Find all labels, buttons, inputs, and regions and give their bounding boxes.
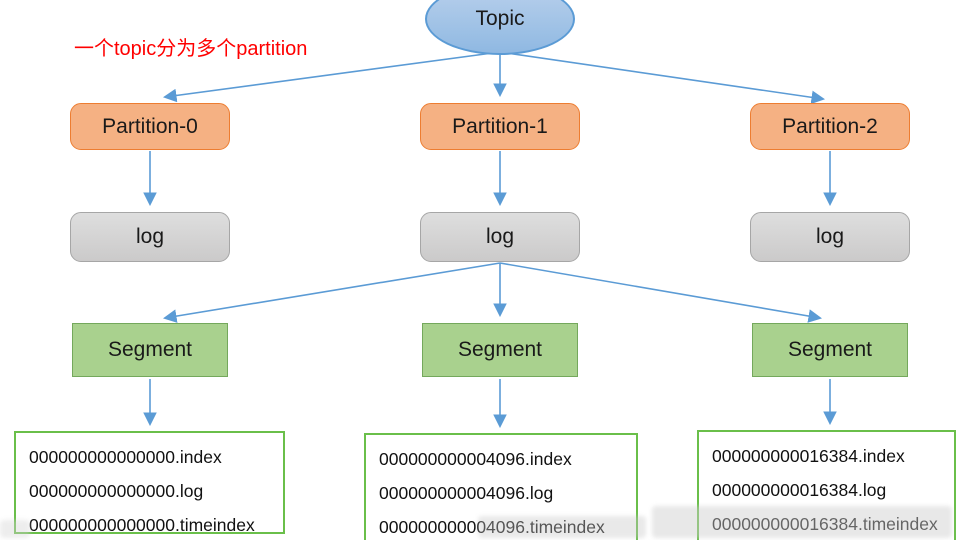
log-node-1: log <box>420 212 580 262</box>
segment-node-1: Segment <box>422 323 578 377</box>
partition-2-node: Partition-2 <box>750 103 910 150</box>
annotation-topic-partitions: 一个topic分为多个partition <box>74 38 308 60</box>
partition-0-node: Partition-0 <box>70 103 230 150</box>
segment-node-2: Segment <box>752 323 908 377</box>
file-name: 000000000004096.timeindex <box>379 517 605 537</box>
log-node-2: log <box>750 212 910 262</box>
segment-file-list-1: 000000000004096.index 000000000004096.lo… <box>364 433 638 540</box>
file-name: 000000000004096.index <box>379 449 572 469</box>
watermark-fragment <box>652 506 952 538</box>
partition-1-node: Partition-1 <box>420 103 580 150</box>
file-name: 000000000000000.log <box>29 481 204 501</box>
file-name: 000000000004096.log <box>379 483 554 503</box>
watermark-fragment <box>478 516 646 538</box>
file-name: 000000000000000.timeindex <box>29 515 255 535</box>
log-node-0: log <box>70 212 230 262</box>
arrow-log-to-segment-0 <box>162 262 501 323</box>
file-name: 000000000016384.index <box>712 446 905 466</box>
file-name: 000000000016384.timeindex <box>712 514 938 534</box>
file-name: 000000000016384.log <box>712 480 887 500</box>
segment-file-list-2: 000000000016384.index 000000000016384.lo… <box>697 430 956 540</box>
arrow-log-to-segment-2 <box>499 262 823 323</box>
segment-node-0: Segment <box>72 323 228 377</box>
topic-node: Topic <box>425 0 575 55</box>
watermark-fragment <box>0 520 30 538</box>
segment-file-list-0: 000000000000000.index 000000000000000.lo… <box>14 431 285 535</box>
file-name: 000000000000000.index <box>29 447 222 467</box>
arrow-topic-to-partition-2 <box>499 51 826 105</box>
